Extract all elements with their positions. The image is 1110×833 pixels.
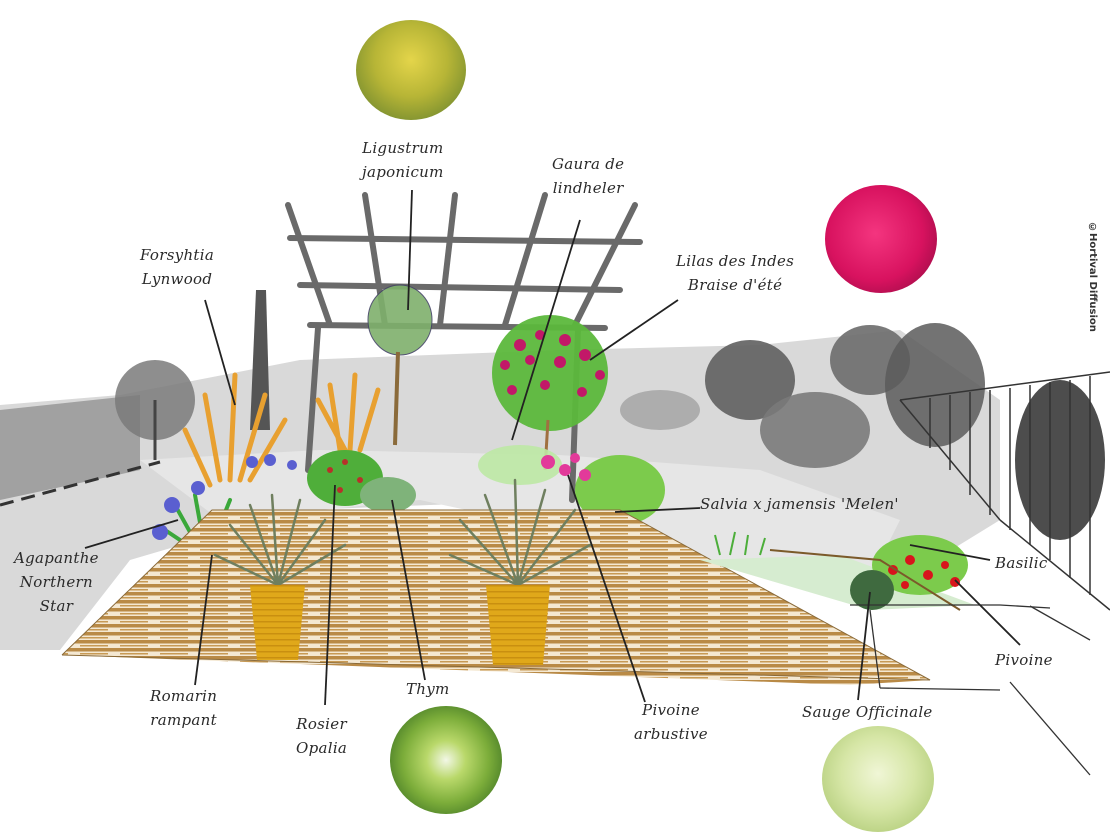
right-yellow-pot (486, 585, 550, 665)
lilas-tree-crown (492, 315, 608, 431)
forsythia-plant-2 (315, 372, 381, 453)
left-yellow-pot (250, 585, 305, 660)
gaura-plant (478, 445, 562, 485)
left-border-edging (0, 460, 161, 507)
thym-photo (390, 706, 502, 814)
terrace-outlines (850, 604, 1091, 776)
rosier-flowers (327, 459, 363, 493)
herb-bed (700, 555, 975, 610)
label-thym: Thym (406, 680, 450, 698)
salvia-plant (575, 455, 665, 525)
label-pivoine: Pivoine (995, 651, 1053, 669)
label-forsythia: Forsyhtia Lynwood (140, 246, 215, 288)
copyright-credit: ©Hortival Diffusion (1087, 222, 1098, 332)
salvia-small-plants (714, 531, 766, 556)
ligustrum-photo (356, 20, 466, 120)
forsythia-plant (182, 372, 288, 488)
pergola (285, 192, 643, 503)
label-salvia: Salvia x jamensis 'Melen' (700, 495, 899, 513)
right-tree (885, 323, 985, 447)
label-ligustrum: Ligustrum japonicum (362, 139, 444, 181)
ligustrum-crown (367, 284, 433, 356)
lilas-photo (825, 185, 937, 293)
thym-plant (360, 477, 416, 513)
basilic-plant (872, 535, 968, 595)
lilas-flowers (500, 330, 605, 397)
label-agapanthe: Agapanthe Northern Star (14, 549, 99, 615)
right-shrub-2 (760, 392, 870, 468)
label-pivoine-arbustive: Pivoine arbustive (634, 701, 708, 743)
left-hedge (0, 395, 140, 500)
left-pot-grass (213, 493, 347, 660)
agapanthe-flowers (152, 454, 297, 540)
label-lilas-des-indes: Lilas des Indes Braise d'été (676, 252, 795, 294)
leader-lines (84, 189, 1021, 706)
label-romarin: Romarin rampant (150, 687, 218, 729)
mid-shrub (620, 390, 700, 430)
right-fence (899, 371, 1110, 611)
label-basilic: Basilic (995, 554, 1048, 572)
sauge-plant (850, 570, 894, 610)
sauge-photo (822, 726, 934, 832)
right-dark-shrub (1015, 380, 1105, 540)
pivoine-arbustive-flowers (541, 453, 591, 481)
pivoine-flowers (888, 555, 960, 589)
label-gaura: Gaura de lindheler (552, 155, 625, 197)
label-rosier: Rosier Opalia (296, 715, 348, 757)
right-shrub-1 (705, 340, 795, 420)
label-sauge-officinale: Sauge Officinale (802, 703, 933, 721)
right-pot-grass (448, 478, 592, 665)
